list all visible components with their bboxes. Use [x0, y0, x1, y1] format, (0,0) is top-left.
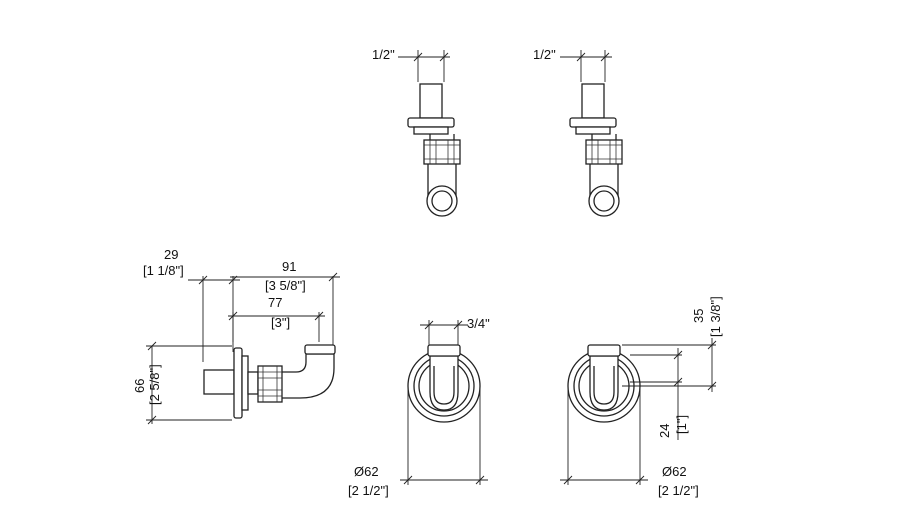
- outlet-cap: [427, 344, 461, 357]
- dimension-tick: [413, 52, 423, 62]
- flange-base: [575, 126, 611, 135]
- spout-length-in: [3"]: [271, 315, 290, 330]
- front-view-left: 3/4" Ø62 [2 1/2"]: [348, 316, 490, 498]
- outlet-bore: [431, 190, 453, 212]
- top-view-left: 1/2": [372, 47, 461, 217]
- flange: [233, 347, 243, 419]
- pipe-stub: [419, 83, 443, 119]
- top-offset-in: [1 3/8"]: [708, 296, 723, 337]
- hex-nut: [585, 139, 623, 165]
- top-offset-mm: 35: [691, 309, 706, 323]
- overall-length-mm: 91: [282, 259, 296, 274]
- pipe-stub: [203, 369, 235, 395]
- spout-inner: [593, 366, 615, 405]
- outlet-cap: [304, 344, 336, 355]
- top-view-right: 1/2": [533, 47, 623, 217]
- dimension-tick: [576, 52, 586, 62]
- wall-depth-mm: 29: [164, 247, 178, 262]
- pipe-size-label: 1/2": [372, 47, 395, 62]
- spout-length-mm: 77: [268, 295, 282, 310]
- height-mm: 66: [132, 379, 147, 393]
- spout-body: [589, 355, 619, 411]
- hex-nut: [257, 365, 283, 403]
- flange: [569, 117, 617, 128]
- pipe-size-label: 1/2": [533, 47, 556, 62]
- spout-body: [429, 355, 459, 411]
- elbow-body: [282, 353, 335, 399]
- flange-base: [241, 355, 249, 411]
- outlet-bore: [593, 190, 615, 212]
- dimension-tick: [600, 52, 610, 62]
- diameter-in: [2 1/2"]: [658, 483, 699, 498]
- diameter-mm: Ø62: [354, 464, 379, 479]
- spout-inner: [433, 366, 455, 405]
- flange: [407, 117, 455, 128]
- outlet-size-label: 3/4": [467, 316, 490, 331]
- flange-base: [413, 126, 449, 135]
- pipe-stub: [581, 83, 605, 119]
- front-view-right: 35 [1 3/8"] 24 [1"] Ø62 [2 1/2"]: [560, 296, 723, 498]
- hex-nut: [423, 139, 461, 165]
- diameter-in: [2 1/2"]: [348, 483, 389, 498]
- center-offset-in: [1"]: [674, 415, 689, 434]
- outlet-cap: [587, 344, 621, 357]
- height-in: [2 5/8"]: [147, 364, 162, 405]
- overall-length-in: [3 5/8"]: [265, 278, 306, 293]
- side-view: 29 [1 1/8"] 91 [3 5/8"] 77 [3"] 66 [2 5/…: [132, 247, 340, 425]
- dimension-tick: [439, 52, 449, 62]
- diameter-mm: Ø62: [662, 464, 687, 479]
- wall-depth-in: [1 1/8"]: [143, 263, 184, 278]
- neck: [247, 371, 259, 395]
- center-offset-mm: 24: [657, 424, 672, 438]
